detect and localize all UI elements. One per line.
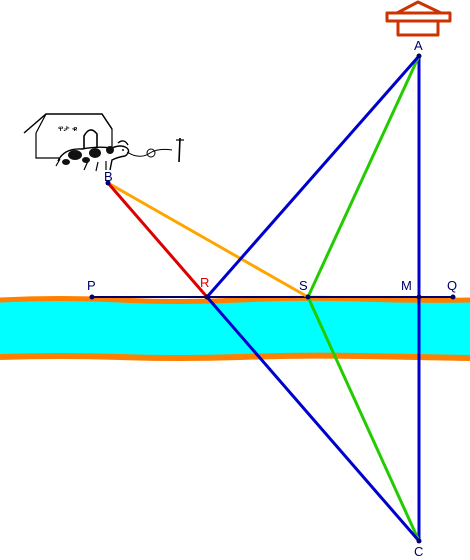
labels: A B C P Q R S M (87, 38, 457, 559)
label-m: M (401, 278, 412, 293)
point-a (416, 53, 422, 59)
segment-sc (306, 295, 421, 543)
label-r: R (200, 275, 209, 290)
river (0, 295, 470, 361)
kennel-sign: ዋታ ቁ (58, 124, 78, 133)
segment-br (106, 181, 209, 299)
point-b (105, 180, 111, 186)
segment-as (306, 54, 421, 299)
point-r (204, 294, 210, 300)
label-b: B (104, 169, 113, 184)
point-p (89, 294, 95, 300)
segment-ar (205, 54, 421, 299)
house-icon (385, 0, 452, 37)
label-s: S (299, 278, 308, 293)
points (89, 53, 456, 544)
point-m (416, 294, 422, 300)
segment-rc (205, 295, 421, 543)
river-bank-bottom (0, 352, 470, 361)
label-c: C (414, 544, 423, 559)
segment-bs (106, 181, 310, 299)
label-p: P (87, 278, 96, 293)
label-a: A (414, 38, 423, 53)
dog-kennel-icon: ዋታ ቁ (23, 113, 184, 172)
point-q (450, 294, 456, 300)
river-bank-top (0, 295, 470, 304)
point-c (416, 538, 422, 544)
label-q: Q (447, 278, 457, 293)
point-s (305, 294, 311, 300)
